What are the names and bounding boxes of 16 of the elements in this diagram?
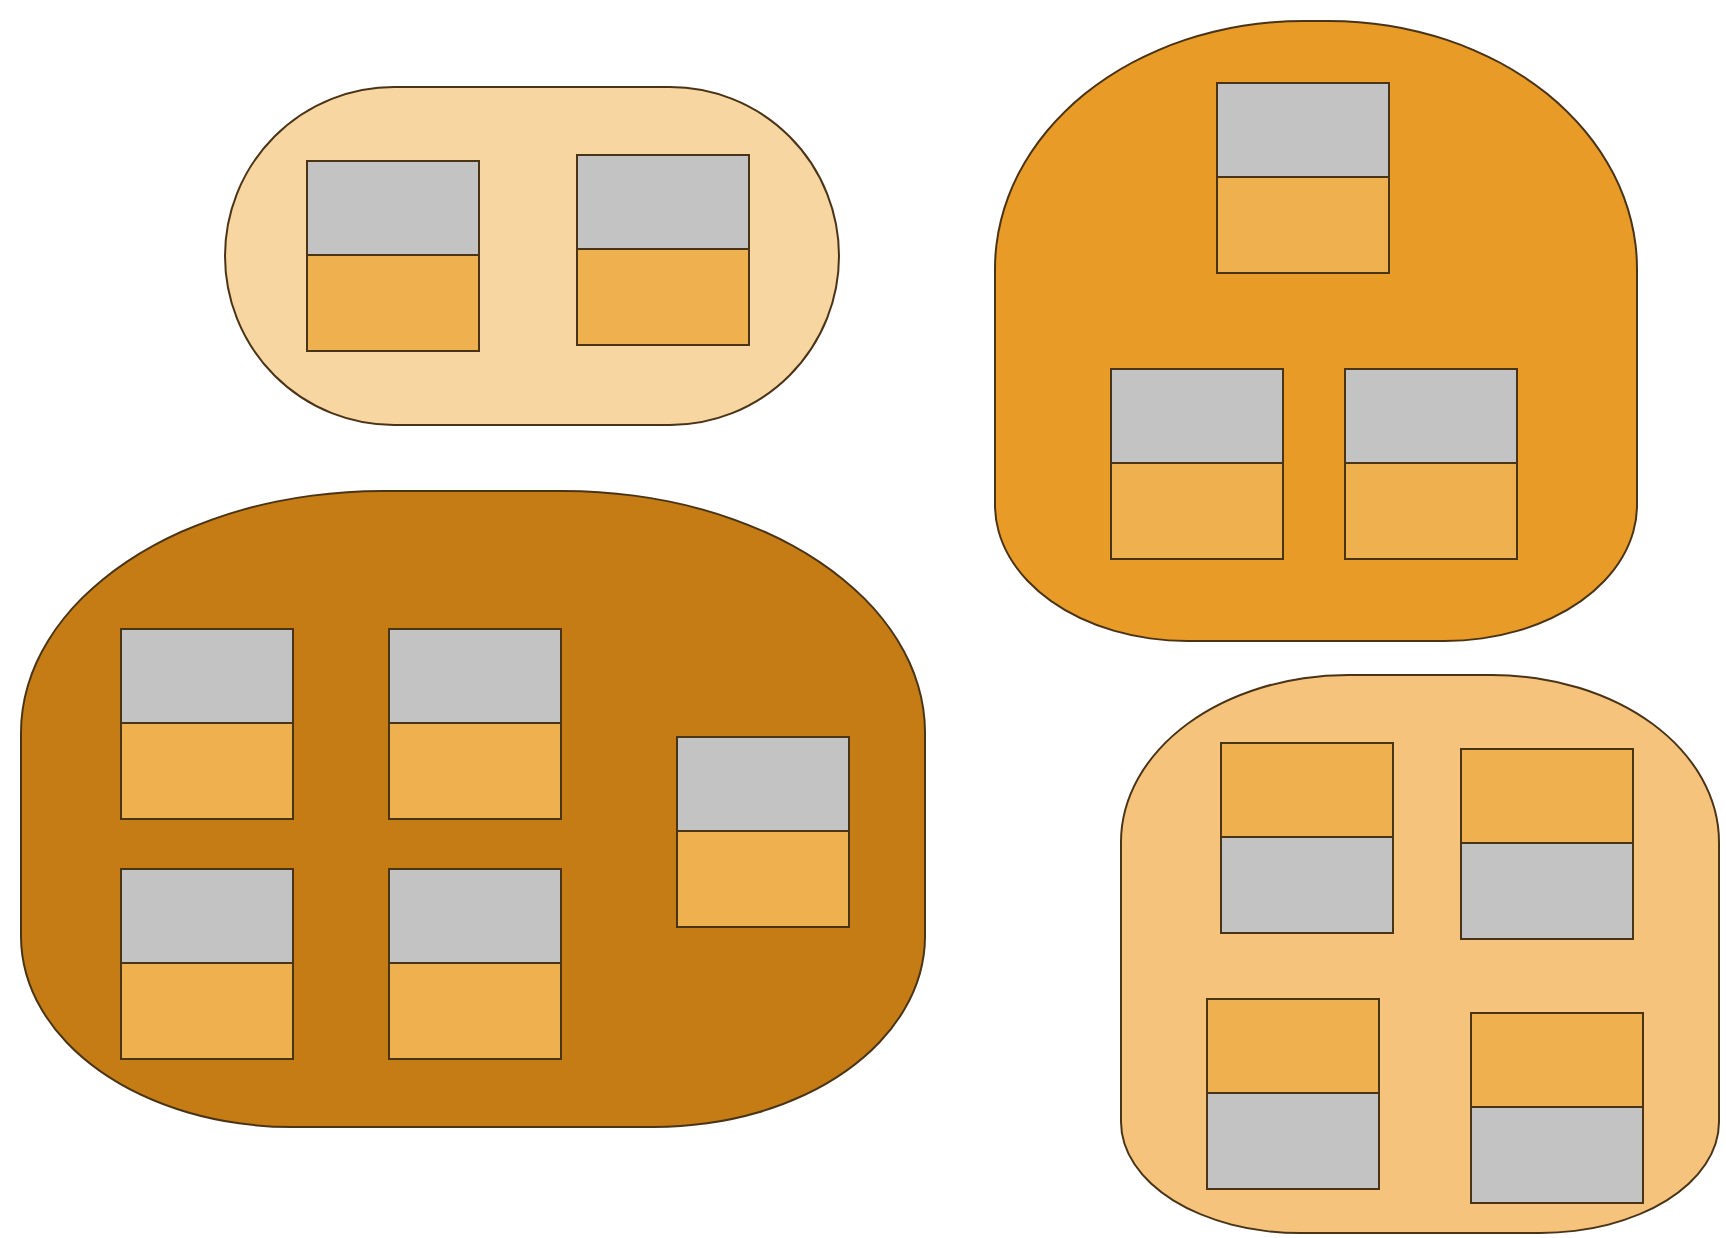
split-box — [1216, 82, 1390, 274]
rounded-region — [994, 20, 1638, 642]
split-box — [120, 868, 294, 1060]
split-box — [1344, 368, 1518, 560]
rounded-region — [1120, 674, 1720, 1234]
split-box — [1470, 1012, 1644, 1204]
split-box — [576, 154, 750, 346]
split-box — [388, 628, 562, 820]
split-box — [1460, 748, 1634, 940]
split-box — [388, 868, 562, 1060]
split-box — [1220, 742, 1394, 934]
split-box — [1110, 368, 1284, 560]
split-box — [120, 628, 294, 820]
split-box — [306, 160, 480, 352]
split-box — [676, 736, 850, 928]
split-box — [1206, 998, 1380, 1190]
